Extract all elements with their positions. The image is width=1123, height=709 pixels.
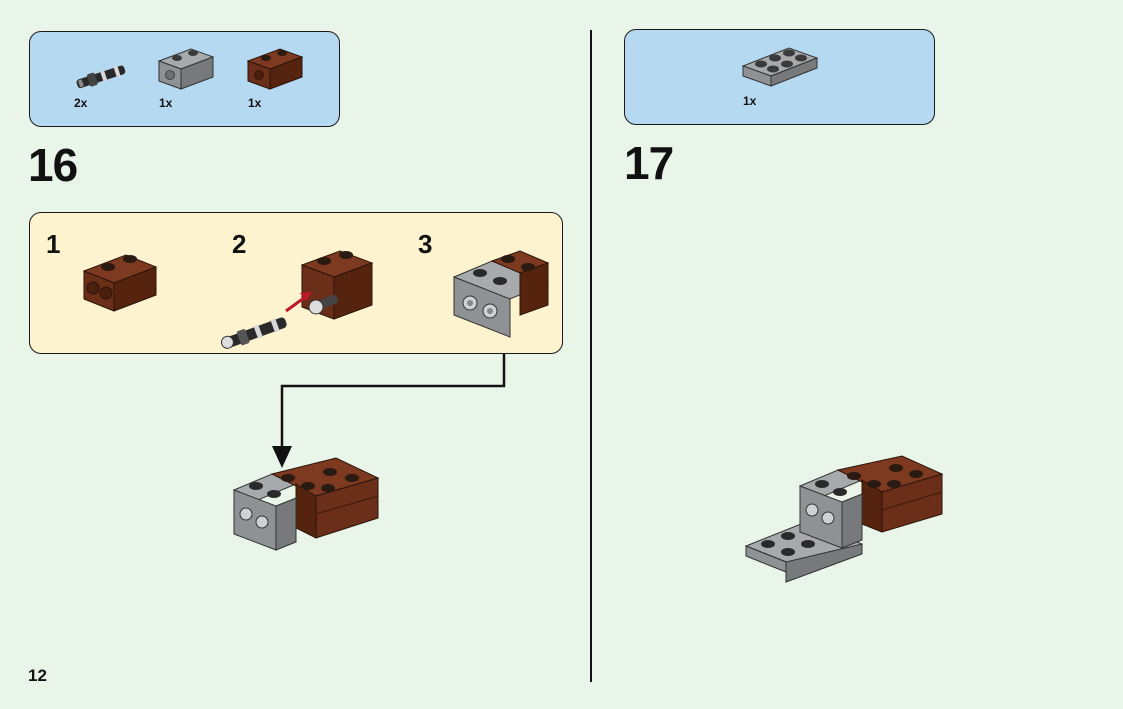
step-number-17: 17 (624, 137, 674, 189)
step16-parts-box: 2x 1x 1x (29, 31, 340, 127)
substep3-assembly-icon (452, 250, 550, 338)
brown-brick-qty: 1x (248, 96, 262, 110)
substep1-brown-brick-icon (82, 254, 158, 312)
page-number: 12 (28, 666, 47, 685)
inserted-pin-icon (308, 294, 338, 315)
gray-technic-brick-icon (157, 48, 215, 90)
gray-plate-icon (741, 47, 819, 87)
brown-technic-brick-icon (246, 48, 304, 90)
axle-pin-qty: 2x (74, 96, 88, 110)
page-divider (590, 30, 592, 682)
axle-pin-icon (76, 65, 126, 89)
substep-number-3: 3 (418, 229, 433, 259)
loose-pin-icon (220, 317, 287, 349)
substep2-assembly-icon (220, 250, 374, 349)
substep-box: 1 2 3 (29, 212, 563, 354)
gray-plate-qty: 1x (743, 94, 757, 108)
substep-number-1: 1 (46, 229, 61, 259)
gray-brick-qty: 1x (159, 96, 173, 110)
connector-arrow-icon (272, 354, 506, 468)
step17-result-model-icon (744, 455, 944, 583)
substep-number-2: 2 (232, 229, 247, 259)
step17-parts-box: 1x (624, 29, 935, 125)
step16-result-model-icon (232, 457, 380, 551)
step-number-16: 16 (28, 139, 78, 191)
